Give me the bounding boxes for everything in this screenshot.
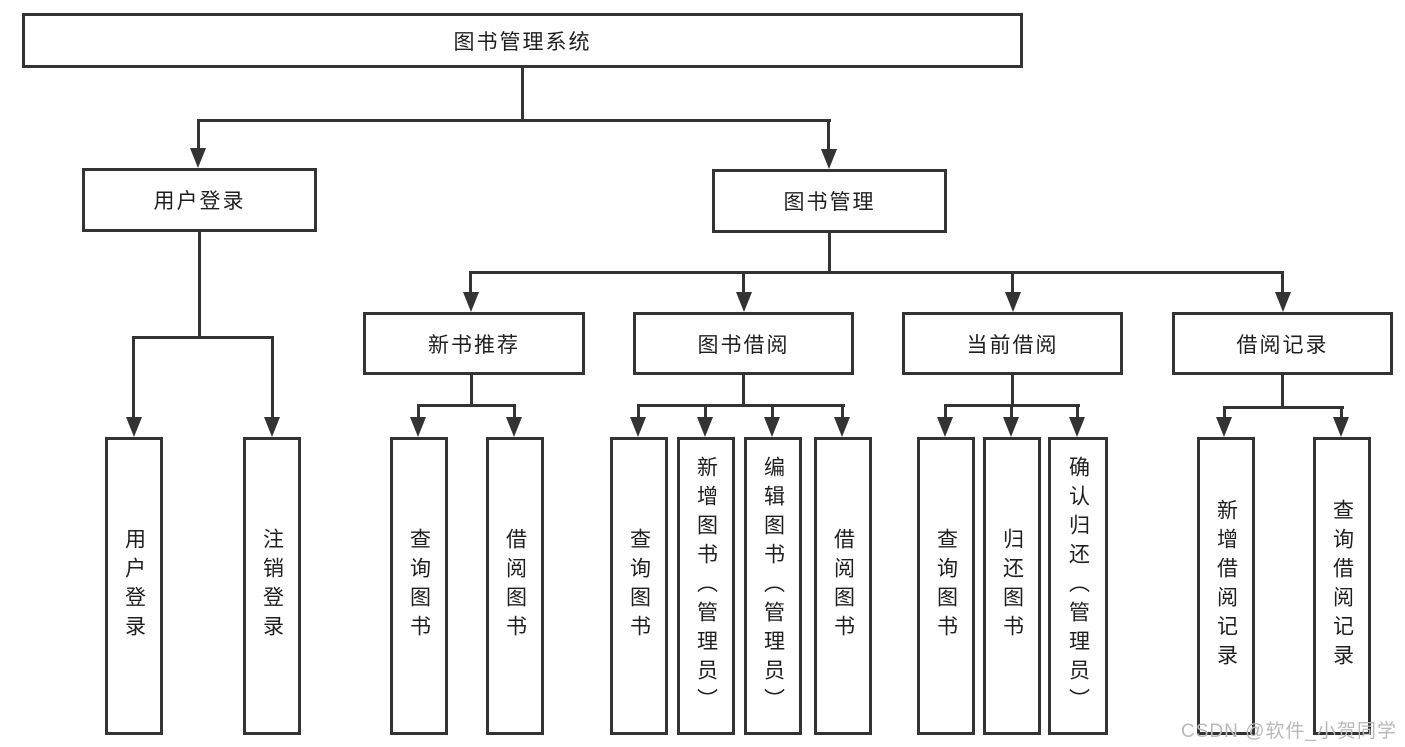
connector-level2-horizontal	[197, 119, 831, 122]
node-leaf-add-record-label: 新增借阅记录	[1214, 499, 1238, 673]
node-leaf-query-book-b: 查询图书	[610, 437, 668, 735]
node-book-borrow-label: 图书借阅	[697, 333, 790, 357]
connector-to-return-book	[1010, 404, 1013, 420]
node-book-borrow: 图书借阅	[633, 312, 854, 375]
connector-level3-horizontal	[470, 271, 1284, 274]
node-leaf-query-book-c: 查询图书	[917, 437, 975, 735]
connector-root-stub	[521, 68, 524, 122]
node-leaf-edit-book-admin: 编辑图书（管理员）	[744, 437, 802, 735]
connector-to-book-borrow	[742, 271, 745, 295]
node-leaf-add-book-admin-label: 新增图书（管理员）	[694, 455, 718, 717]
arrowhead-query-book-c	[937, 417, 953, 437]
node-leaf-borrow-book-b-label: 借阅图书	[831, 528, 855, 644]
connector-to-add-record	[1223, 406, 1226, 420]
arrowhead-edit-book	[764, 417, 780, 437]
node-leaf-query-book-a: 查询图书	[390, 437, 448, 735]
arrowhead-book-borrow	[736, 292, 752, 312]
node-leaf-query-book-a-label: 查询图书	[407, 528, 431, 644]
node-leaf-query-record: 查询借阅记录	[1313, 437, 1371, 735]
connector-borrow-record-horizontal	[1223, 406, 1344, 409]
node-leaf-borrow-book-b: 借阅图书	[814, 437, 872, 735]
arrowhead-current-borrow	[1005, 292, 1021, 312]
connector-to-confirm-return	[1076, 404, 1079, 420]
connector-to-current-borrow	[1011, 271, 1014, 295]
connector-borrow-record-stub	[1281, 375, 1284, 409]
node-root-label: 图书管理系统	[453, 30, 592, 54]
connector-to-borrow-book-a	[513, 404, 516, 420]
node-leaf-user-login: 用户登录	[105, 437, 163, 735]
arrowhead-add-record	[1216, 417, 1232, 437]
node-book-mgmt-label: 图书管理	[783, 191, 876, 214]
node-current-borrow: 当前借阅	[902, 312, 1123, 375]
node-leaf-query-book-b-label: 查询图书	[627, 528, 651, 644]
node-user-login: 用户登录	[82, 168, 317, 232]
csdn-watermark: CSDN @软件_小贺同学	[1181, 721, 1397, 742]
connector-new-book-rec-horizontal	[417, 404, 516, 407]
arrowhead-query-record	[1333, 417, 1349, 437]
node-leaf-query-book-c-label: 查询图书	[934, 528, 958, 644]
connector-current-borrow-stub	[1011, 375, 1014, 407]
node-borrow-record: 借阅记录	[1172, 312, 1393, 375]
node-leaf-add-book-admin: 新增图书（管理员）	[677, 437, 735, 735]
connector-to-edit-book	[771, 404, 774, 420]
arrowhead-leaf-logout	[264, 417, 280, 437]
node-new-book-rec-label: 新书推荐	[428, 333, 520, 357]
node-leaf-return-book-label: 归还图书	[1000, 528, 1024, 644]
connector-to-user-login	[197, 119, 200, 151]
connector-to-leaf-user-login	[132, 336, 135, 418]
connector-to-leaf-logout	[271, 336, 274, 418]
node-user-login-label: 用户登录	[153, 190, 246, 213]
node-borrow-record-label: 借阅记录	[1236, 333, 1329, 357]
connector-to-query-record	[1340, 406, 1343, 420]
arrowhead-add-book	[697, 417, 713, 437]
node-leaf-confirm-return-admin-label: 确认归还（管理员）	[1066, 455, 1090, 717]
connector-new-book-rec-stub	[470, 375, 473, 407]
node-leaf-logout-label: 注销登录	[260, 528, 284, 644]
node-root: 图书管理系统	[22, 13, 1023, 68]
node-leaf-edit-book-admin-label: 编辑图书（管理员）	[761, 455, 785, 717]
node-leaf-add-record: 新增借阅记录	[1197, 437, 1255, 735]
node-leaf-logout: 注销登录	[243, 437, 301, 735]
arrowhead-query-book-b	[630, 417, 646, 437]
connector-to-borrow-book-b	[841, 404, 844, 420]
arrowhead-return-book	[1003, 417, 1019, 437]
connector-book-mgmt-stub	[828, 233, 831, 273]
arrowhead-book-mgmt	[821, 149, 837, 169]
connector-to-book-mgmt	[827, 119, 830, 151]
arrowhead-confirm-return	[1069, 417, 1085, 437]
connector-user-login-horizontal	[132, 336, 274, 339]
arrowhead-new-book-rec	[463, 292, 479, 312]
connector-to-query-book-b	[637, 404, 640, 420]
connector-to-query-book-a	[417, 404, 420, 420]
connector-to-query-book-c	[944, 404, 947, 420]
node-leaf-borrow-book-a: 借阅图书	[486, 437, 544, 735]
connector-book-borrow-horizontal	[637, 404, 845, 407]
arrowhead-leaf-user-login	[126, 417, 142, 437]
node-leaf-return-book: 归还图书	[983, 437, 1041, 735]
arrowhead-borrow-book-b	[834, 417, 850, 437]
arrowhead-borrow-record	[1275, 292, 1291, 312]
arrowhead-borrow-book-a	[506, 417, 522, 437]
node-new-book-rec: 新书推荐	[363, 312, 585, 375]
node-current-borrow-label: 当前借阅	[966, 333, 1059, 357]
connector-to-add-book	[704, 404, 707, 420]
node-leaf-borrow-book-a-label: 借阅图书	[503, 528, 527, 644]
node-leaf-query-record-label: 查询借阅记录	[1330, 499, 1354, 673]
connector-book-borrow-stub	[742, 375, 745, 407]
node-leaf-confirm-return-admin: 确认归还（管理员）	[1048, 437, 1108, 735]
connector-user-login-stub	[198, 232, 201, 339]
arrowhead-user-login	[190, 148, 206, 168]
connector-to-new-book-rec	[469, 271, 472, 295]
arrowhead-query-book-a	[410, 417, 426, 437]
node-book-mgmt: 图书管理	[712, 169, 947, 233]
connector-to-borrow-record	[1281, 271, 1284, 295]
node-leaf-user-login-label: 用户登录	[122, 528, 146, 644]
